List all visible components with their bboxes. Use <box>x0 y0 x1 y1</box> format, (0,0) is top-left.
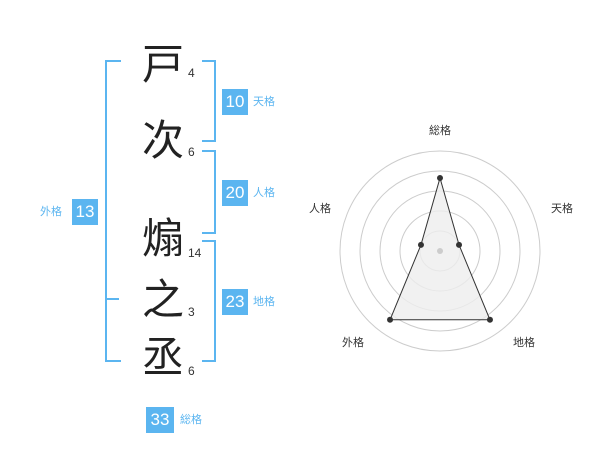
name-character-5: 丞 <box>141 333 184 382</box>
stroke-count-1: 4 <box>188 66 195 80</box>
gaikaku-value: 13 <box>72 199 98 225</box>
soukaku-value: 33 <box>146 407 174 433</box>
radar-axis-label-soukaku: 総格 <box>429 123 451 137</box>
radar-point <box>417 241 424 248</box>
radar-point <box>456 241 463 248</box>
radar-chart: 総格 天格 地格 外格 人格 <box>309 123 573 352</box>
soukaku-label: 総格 <box>180 413 202 426</box>
gaikaku-label: 外格 <box>40 205 62 218</box>
radar-point <box>437 175 443 181</box>
radar-center-dot <box>437 248 443 254</box>
radar-axis-label-jinkaku: 人格 <box>309 201 331 215</box>
stroke-count-5: 6 <box>188 364 195 378</box>
jinkaku-bracket <box>202 150 216 234</box>
chikaku-value: 23 <box>222 289 248 315</box>
radar-grid-ring <box>339 150 541 352</box>
radar-axis-label-gaikaku: 外格 <box>342 335 364 349</box>
name-character-4: 之 <box>141 275 184 324</box>
jinkaku-label: 人格 <box>253 186 275 199</box>
gaikaku-bracket <box>105 60 121 362</box>
radar-point <box>486 316 493 323</box>
chikaku-label: 地格 <box>253 295 275 308</box>
name-character-3: 煽 <box>141 214 184 263</box>
radar-point <box>387 316 394 323</box>
name-character-2: 次 <box>141 116 184 165</box>
tenkaku-bracket <box>202 60 216 142</box>
gaikaku-bracket-divider <box>105 298 119 300</box>
radar-axis-label-chikaku: 地格 <box>513 335 535 349</box>
tenkaku-value: 10 <box>222 89 248 115</box>
radar-axis-label-tenkaku: 天格 <box>551 201 573 215</box>
radar-grid-ring <box>359 170 521 332</box>
stroke-count-4: 3 <box>188 305 195 319</box>
jinkaku-value: 20 <box>222 180 248 206</box>
radar-points <box>387 175 493 323</box>
name-character-1: 戸 <box>141 40 184 89</box>
stroke-count-3: 14 <box>188 246 202 260</box>
tenkaku-label: 天格 <box>253 95 275 108</box>
stroke-count-2: 6 <box>188 145 195 159</box>
chikaku-bracket <box>202 240 216 362</box>
